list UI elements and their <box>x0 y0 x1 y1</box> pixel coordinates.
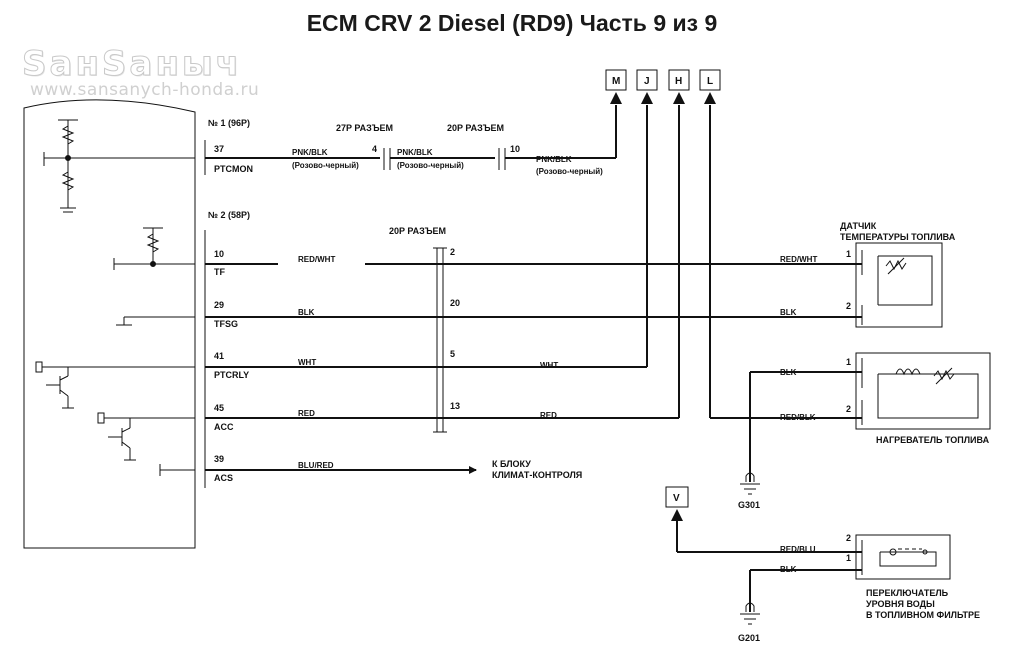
acc-wire <box>205 105 680 419</box>
connector-27p-pin: 4 <box>372 144 377 154</box>
heater-wire-color-1: BLK <box>780 368 797 377</box>
fuel-temp-sensor-pin-2: 2 <box>846 301 851 311</box>
ecm-pin-29-name: TFSG <box>214 319 238 329</box>
ground-g301 <box>740 472 760 495</box>
ecm-pin-10-number: 10 <box>214 249 224 259</box>
terminal-v-label: V <box>673 493 680 504</box>
fuel-temp-sensor-label-1: ДАТЧИК <box>840 221 877 231</box>
connector-20p-b-pin-2: 2 <box>450 247 455 257</box>
terminal-m-label: M <box>612 76 620 87</box>
tf-wire-color-left: RED/WHT <box>298 255 335 264</box>
ground-g301-label: G301 <box>738 500 760 510</box>
water-switch-label-1: ПЕРЕКЛЮЧАТЕЛЬ <box>866 588 949 598</box>
fuel-heater-pin-1: 1 <box>846 357 851 367</box>
terminal-h: H <box>668 69 690 104</box>
watermark-url: www.sansanych-honda.ru <box>30 80 260 100</box>
ecm-pin-29-number: 29 <box>214 300 224 310</box>
ecm-internal-circuit <box>35 119 195 476</box>
water-switch-label-3: В ТОПЛИВНОМ ФИЛЬТРЕ <box>866 610 980 620</box>
watermark-logo: SанSаныч <box>22 44 242 85</box>
fuel-heater <box>709 105 991 482</box>
fuel-temp-sensor-label-2: ТЕМПЕРАТУРЫ ТОПЛИВА <box>840 232 956 242</box>
ptcrly-wire-color-left: WHT <box>298 358 316 367</box>
ecm-body <box>23 99 206 549</box>
ptcmon-wire-color-2: PNK/BLK <box>397 148 433 157</box>
ptcmon-wire-color-1: PNK/BLK <box>292 148 328 157</box>
ptcmon-wire-color-1-ru: (Розово-черный) <box>292 161 359 170</box>
ecm-pin-45-number: 45 <box>214 403 224 413</box>
terminal-j: J <box>636 69 658 104</box>
terminal-l: L <box>699 69 721 104</box>
ecm-pin-37-number: 37 <box>214 144 224 154</box>
water-switch-pin-2: 2 <box>846 533 851 543</box>
tf-wire-color-right: RED/WHT <box>780 255 817 264</box>
fuel-heater-label: НАГРЕВАТЕЛЬ ТОПЛИВА <box>876 435 990 445</box>
ecm-pin-37-name: PTCMON <box>214 164 253 174</box>
ptcmon-wire <box>205 105 617 170</box>
ecm-connector-2-label: № 2 (58P) <box>208 210 250 220</box>
terminal-h-label: H <box>675 76 682 87</box>
acc-wire-color-left: RED <box>298 409 315 418</box>
fuel-temp-sensor <box>855 242 943 328</box>
water-switch-pin-1: 1 <box>846 553 851 563</box>
connector-20p-a-label: 20P РАЗЪЕМ <box>447 123 504 133</box>
ecm-pin-41-name: PTCRLY <box>214 370 249 380</box>
terminal-j-label: J <box>644 76 650 87</box>
ecm-pin-10-name: TF <box>214 267 225 277</box>
ecm-connector-1-label: № 1 (96P) <box>208 118 250 128</box>
connector-20p-b-pin-20: 20 <box>450 298 460 308</box>
connector-20p-b-pin-13: 13 <box>450 401 460 411</box>
ptcmon-wire-color-2-ru: (Розово-черный) <box>397 161 464 170</box>
ecm-pin-39-number: 39 <box>214 454 224 464</box>
ptcmon-wire-color-3: PNK/BLK <box>536 155 572 164</box>
fuel-heater-pin-2: 2 <box>846 404 851 414</box>
ptcrly-wire-color-right: WHT <box>540 361 558 370</box>
diagram-title: ECM CRV 2 Diesel (RD9) Часть 9 из 9 <box>306 10 718 36</box>
acs-wire-color: BLU/RED <box>298 461 334 470</box>
ecm-pin-45-name: ACC <box>214 422 234 432</box>
ground-g201-label: G201 <box>738 633 760 643</box>
water-switch-wire-color-2: RED/BLU <box>780 545 816 554</box>
connector-20p-b-label: 20P РАЗЪЕМ <box>389 226 446 236</box>
connector-20p-b-pin-5: 5 <box>450 349 455 359</box>
acc-wire-color-right: RED <box>540 411 557 420</box>
terminal-m: M <box>605 69 627 104</box>
acs-target-line-2: КЛИМАТ-КОНТРОЛЯ <box>492 470 582 480</box>
water-switch-wire-color-1: BLK <box>780 565 797 574</box>
ecm-pin-39-name: ACS <box>214 473 233 483</box>
acs-target-line-1: К БЛОКУ <box>492 459 531 469</box>
ecm-pin-41-number: 41 <box>214 351 224 361</box>
water-switch-label-2: УРОВНЯ ВОДЫ <box>866 599 935 609</box>
heater-wire-color-2: RED/BLK <box>780 413 816 422</box>
tfsg-wire-color-left: BLK <box>298 308 315 317</box>
connector-20p-a-pin: 10 <box>510 144 520 154</box>
connector-20p-b <box>433 247 447 433</box>
ground-g201 <box>740 602 760 625</box>
water-switch <box>676 521 951 612</box>
terminal-l-label: L <box>707 76 713 87</box>
tfsg-wire-color-right: BLK <box>780 308 797 317</box>
terminal-v: V <box>665 486 689 521</box>
ptcmon-wire-color-3-ru: (Розово-черный) <box>536 167 603 176</box>
ptcrly-wire <box>205 105 648 368</box>
fuel-temp-sensor-pin-1: 1 <box>846 249 851 259</box>
connector-27p-label: 27P РАЗЪЕМ <box>336 123 393 133</box>
